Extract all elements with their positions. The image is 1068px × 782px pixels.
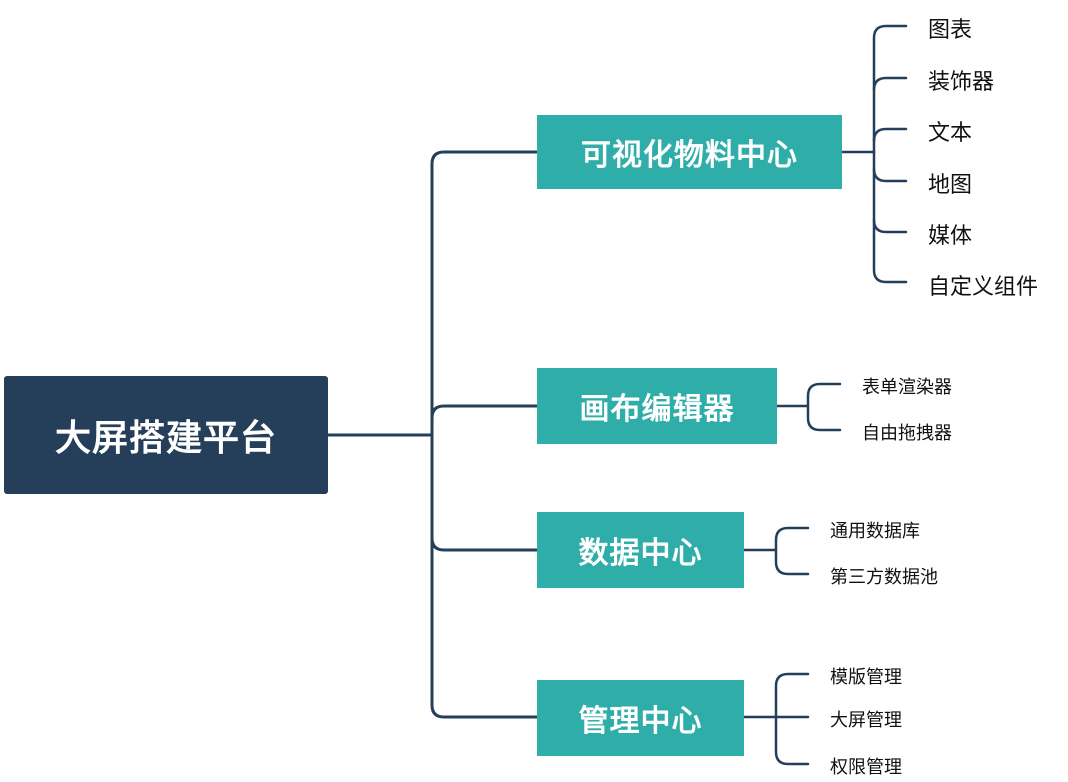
branch-1-tick-4 bbox=[872, 167, 908, 183]
leaf-item: 自由拖拽器 bbox=[862, 423, 952, 444]
branch-2-bracket bbox=[806, 382, 842, 432]
leaf-item: 自定义组件 bbox=[928, 275, 1039, 300]
branch-1-tick-3 bbox=[872, 127, 908, 143]
branch-node-management-center: 管理中心 bbox=[537, 680, 744, 756]
leaf-item: 装饰器 bbox=[928, 70, 995, 95]
trunk-to-branch-2 bbox=[430, 404, 539, 420]
leaf-item: 媒体 bbox=[928, 224, 973, 249]
branch-label: 可视化物料中心 bbox=[581, 138, 798, 173]
leaf-item: 第三方数据池 bbox=[830, 567, 938, 588]
trunk-to-branch-4 bbox=[430, 536, 539, 719]
trunk-to-branch-1 bbox=[430, 150, 539, 437]
branch-4-bracket bbox=[774, 672, 810, 766]
root-node: 大屏搭建平台 bbox=[4, 376, 328, 494]
leaf-item: 地图 bbox=[928, 173, 973, 198]
branch-1-tick-5 bbox=[872, 218, 908, 234]
root-label: 大屏搭建平台 bbox=[54, 418, 277, 459]
leaf-item: 模版管理 bbox=[830, 667, 902, 688]
branch-1-tick-2 bbox=[872, 76, 908, 92]
branch-label: 管理中心 bbox=[578, 704, 703, 739]
branch-label: 画布编辑器 bbox=[579, 392, 735, 427]
branch-node-data-center: 数据中心 bbox=[537, 512, 744, 588]
branch-node-material-center: 可视化物料中心 bbox=[537, 115, 842, 189]
leaf-item: 文本 bbox=[928, 121, 973, 146]
leaf-item: 权限管理 bbox=[830, 757, 902, 778]
branch-node-canvas-editor: 画布编辑器 bbox=[537, 368, 777, 444]
trunk-to-branch-3 bbox=[430, 433, 539, 552]
leaf-item: 大屏管理 bbox=[830, 710, 902, 731]
branch-1-bracket bbox=[872, 24, 908, 284]
branch-3-bracket bbox=[774, 526, 810, 576]
leaf-item: 图表 bbox=[928, 18, 973, 43]
leaf-item: 通用数据库 bbox=[830, 521, 920, 542]
leaf-item: 表单渲染器 bbox=[862, 377, 952, 398]
branch-label: 数据中心 bbox=[578, 536, 703, 571]
